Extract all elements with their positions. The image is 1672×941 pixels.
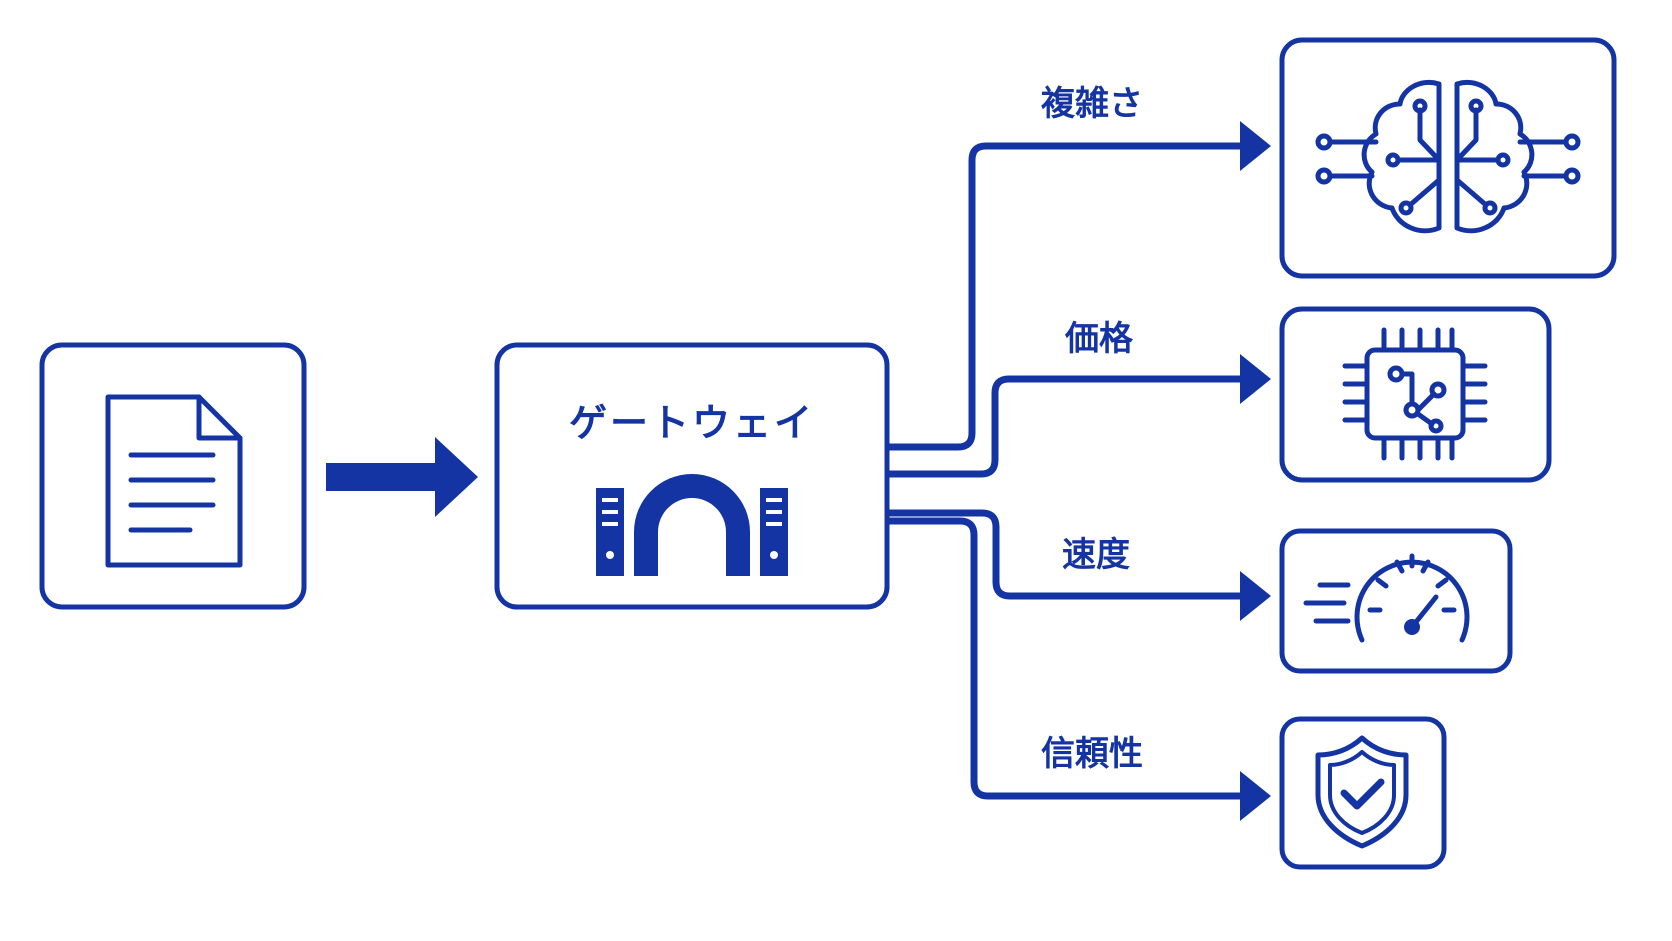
speed-node	[1279, 528, 1513, 674]
routing-lines	[889, 142, 1245, 800]
price-box	[1279, 306, 1552, 483]
arrowhead-price	[1240, 354, 1271, 404]
route-label-complexity: 複雑さ	[1041, 84, 1143, 124]
route-line-speed	[889, 509, 1245, 600]
input-node	[39, 342, 307, 610]
reliability-node	[1279, 716, 1447, 870]
arrowhead-speed	[1240, 571, 1271, 621]
shield-check-icon	[1315, 735, 1409, 849]
speedometer-icon	[1303, 553, 1470, 643]
speedometer-hub	[1404, 619, 1420, 635]
gateway-arch-servers-icon	[596, 474, 788, 576]
route-line-reliability	[889, 517, 1245, 800]
document-icon	[105, 394, 243, 568]
speed-box	[1279, 528, 1513, 674]
complexity-node	[1279, 37, 1617, 279]
gateway-node: ゲートウェイ	[494, 342, 890, 610]
gateway-title: ゲートウェイ	[569, 401, 815, 445]
input-box	[39, 342, 307, 610]
route-label-reliability: 信頼性	[1041, 734, 1143, 774]
route-line-complexity	[889, 142, 1245, 451]
price-node	[1279, 306, 1552, 483]
route-label-price: 価格	[1064, 319, 1134, 359]
route-arrowheads	[1240, 121, 1271, 821]
arrowhead-complexity	[1240, 121, 1271, 171]
route-label-speed: 速度	[1062, 535, 1130, 575]
chip-icon	[1342, 327, 1488, 461]
brain-circuit-icon	[1315, 80, 1581, 234]
arrowhead-reliability	[1240, 771, 1271, 821]
complexity-box	[1279, 37, 1617, 279]
route-line-price	[889, 375, 1245, 478]
input-to-gateway-arrow	[326, 437, 478, 517]
